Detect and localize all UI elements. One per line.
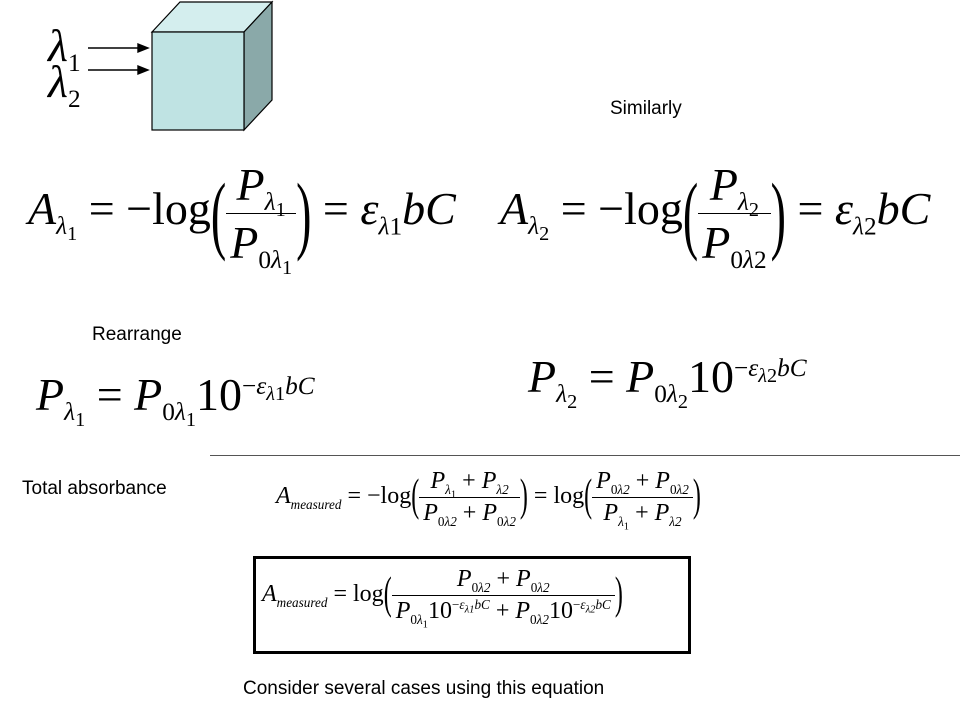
arrows-and-cube — [88, 0, 274, 132]
cube-front-face — [151, 31, 245, 131]
power-equation-lambda2: Pλ2 = P0λ210−ελ2bC — [528, 351, 807, 414]
rearrange-label: Rearrange — [92, 324, 182, 345]
section-divider — [210, 455, 960, 456]
similarly-label: Similarly — [610, 98, 682, 119]
consider-cases-caption: Consider several cases using this equati… — [243, 678, 605, 699]
sample-cube — [150, 0, 274, 132]
total-absorbance-label: Total absorbance — [22, 478, 167, 499]
final-equation-box — [253, 556, 691, 654]
incoming-arrows — [88, 42, 150, 76]
wavelength-labels: λ1 λ2 — [48, 20, 81, 114]
power-equation-lambda1: Pλ1 = P0λ110−ελ1bC — [36, 369, 315, 432]
